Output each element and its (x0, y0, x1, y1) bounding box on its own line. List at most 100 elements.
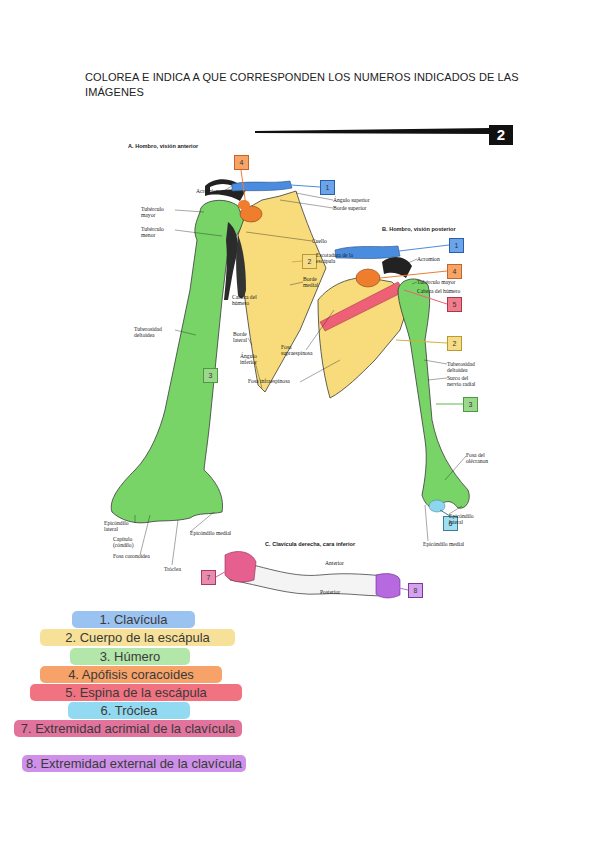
leader-line (172, 520, 178, 565)
callout-box: 1 (320, 180, 335, 195)
leader-line (399, 588, 408, 590)
callout-number: 2 (308, 258, 312, 265)
callout-number: 7 (207, 574, 211, 581)
leader-line (190, 512, 214, 532)
callout-box: 2 (447, 336, 462, 351)
leader-line (436, 404, 463, 405)
part-label: Surco del nervio radial (447, 375, 483, 387)
part-label: Ángulo inferior (240, 353, 268, 365)
part-label: Fosa infraespinosa (248, 378, 318, 384)
leader-line (222, 186, 232, 192)
leader-line (248, 338, 252, 345)
callout-number: 4 (453, 268, 457, 275)
callout-number: 5 (453, 301, 457, 308)
header-bar (255, 128, 490, 134)
leader-line (412, 282, 417, 284)
leader-line (380, 271, 447, 278)
part-label: Tuberosidad deltoidea (134, 326, 176, 338)
view-heading: A. Hombro, visión anterior (128, 143, 248, 149)
part-label: Borde medial (303, 276, 331, 288)
part-label: Borde superior (333, 205, 393, 211)
callout-box: 5 (447, 297, 462, 312)
legend-text: 8. Extremidad external de la clavícula (26, 756, 242, 771)
callout-number: 2 (453, 340, 457, 347)
part-label: Capítulo (cóndilo) (113, 536, 153, 548)
callout-number: 1 (326, 184, 330, 191)
page-number: 2 (489, 126, 513, 143)
leader-line (216, 570, 228, 577)
legend-text: 1. Clavícula (100, 612, 168, 627)
part-label: Borde lateral (233, 331, 259, 343)
part-label: Tuberosidad deltoidea (447, 361, 489, 373)
leader-line (290, 282, 303, 285)
callout-number: 3 (209, 372, 213, 379)
leader-line (291, 185, 320, 187)
legend-item: 1. Clavícula (72, 611, 195, 628)
leader-line (175, 230, 222, 236)
humerus-anterior (111, 200, 244, 523)
acromial-end (225, 551, 256, 582)
leader-line (300, 360, 340, 382)
humerus-posterior (398, 279, 469, 508)
callout-number: 8 (414, 587, 418, 594)
trochlea (429, 500, 445, 512)
part-label: Anterior (325, 560, 355, 566)
part-label: Epicóndilo medial (190, 530, 250, 536)
scapula-anterior (238, 191, 326, 392)
view-heading: C. Clavícula derecha, cara inferior (265, 541, 415, 547)
leader-line (425, 505, 428, 541)
scapula-posterior (318, 278, 410, 398)
legend-text: 7. Extremidad acrimial de la clavícula (21, 721, 236, 736)
legend-item: 6. Tróclea (68, 702, 190, 719)
legend-item: 2. Cuerpo de la escápula (40, 629, 235, 646)
coracoid-posterior (356, 269, 380, 287)
leader-line (445, 456, 466, 480)
legend-item: 3. Húmero (70, 648, 190, 665)
callout-box: 7 (201, 570, 216, 585)
part-label: Epicóndilo lateral (449, 513, 485, 525)
part-label: Fosa del olécranon (466, 452, 502, 464)
part-label: Fosa supraespinosa (281, 344, 313, 356)
part-label: Escotadura de la escápula (316, 252, 356, 264)
legend-item: 4. Apófisis coracoides (40, 666, 222, 683)
leader-line (306, 310, 334, 350)
callout-box: 4 (447, 264, 462, 279)
legend-text: 2. Cuerpo de la escápula (65, 630, 210, 645)
legend-text: 5. Espina de la escápula (65, 685, 207, 700)
legend-text: 4. Apófisis coracoides (68, 667, 194, 682)
part-label: Tubérculo mayor (141, 206, 177, 218)
leader-line (135, 515, 136, 523)
legend-text: 6. Tróclea (100, 703, 157, 718)
callout-box: 3 (203, 368, 218, 383)
part-label: Cuello (312, 238, 342, 244)
legend-text: 3. Húmero (100, 649, 161, 664)
callout-number: 3 (469, 401, 473, 408)
view-heading: B. Hombro, visión posterior (382, 226, 492, 232)
sternal-end (376, 574, 400, 598)
callout-box: 4 (234, 155, 249, 170)
coracoid-tip (238, 200, 250, 210)
part-label: Tubérculo menor (141, 226, 177, 238)
callout-number: 1 (455, 242, 459, 249)
leader-line (140, 515, 150, 555)
leader-line (449, 506, 462, 514)
leader-line (246, 232, 312, 241)
callout-number: 4 (240, 159, 244, 166)
glenoid-shadow (236, 235, 246, 298)
part-label: Acromion (196, 188, 236, 194)
leader-line (406, 259, 417, 264)
leader-line (396, 340, 447, 343)
humerus-head-shadow (224, 222, 238, 300)
part-label: Epicóndilo lateral (104, 520, 138, 532)
leader-line (280, 200, 333, 208)
leader-line (255, 362, 262, 388)
callout-box: 2 (302, 254, 317, 269)
leader-line (175, 330, 196, 335)
callout-box: 1 (449, 238, 464, 253)
callout-box: 8 (408, 583, 423, 598)
callout-box: 3 (463, 397, 478, 412)
scapular-spine (320, 282, 405, 331)
leader-line (241, 170, 246, 206)
part-label: Fosa coronoidea (113, 553, 173, 559)
